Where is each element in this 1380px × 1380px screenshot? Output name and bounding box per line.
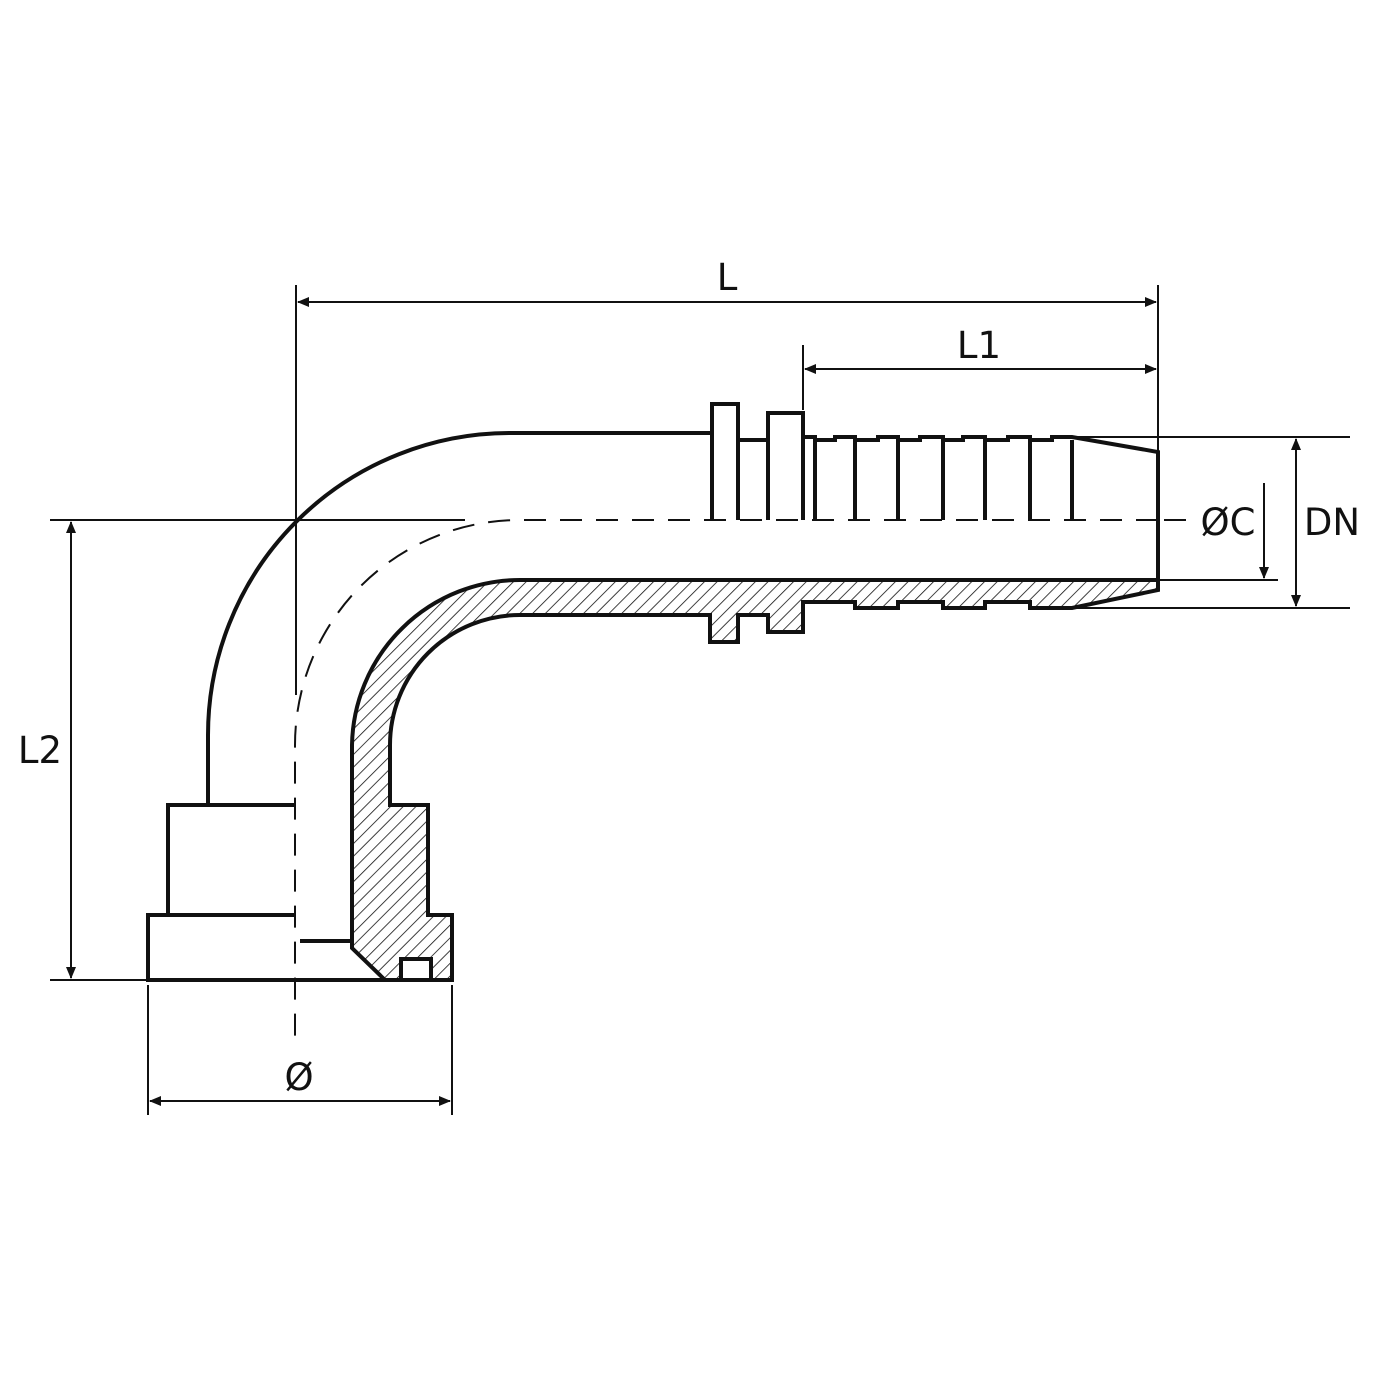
barb-lines (813, 440, 1074, 520)
hatched-section (350, 578, 1160, 982)
collar-ring-2 (766, 411, 805, 520)
centerline (294, 519, 1158, 1045)
label-diameter: Ø (284, 1056, 313, 1099)
label-L2: L2 (18, 729, 62, 772)
label-L: L (717, 256, 738, 299)
oring-groove (399, 957, 433, 982)
label-OC: ØC (1201, 501, 1256, 544)
extension-lines (50, 285, 1350, 1115)
collar-ring-1 (710, 402, 740, 520)
barbed-tail-profile (803, 435, 1160, 580)
label-L1: L1 (957, 324, 1001, 367)
label-DN: DN (1304, 501, 1360, 544)
